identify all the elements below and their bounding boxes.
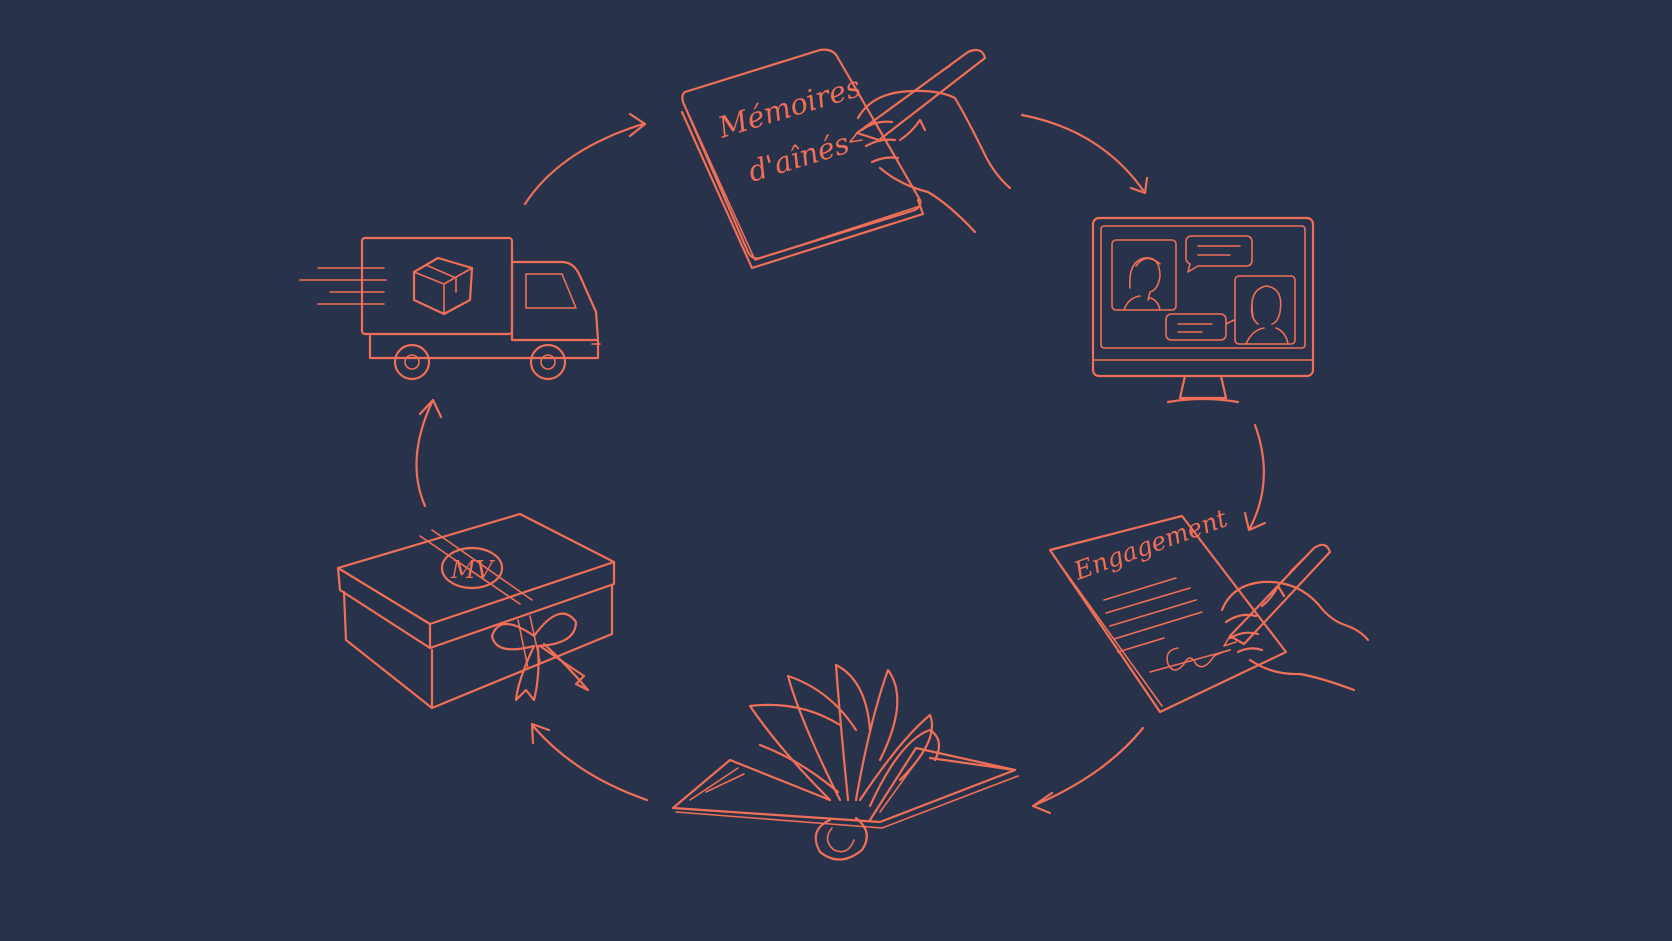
notebook-writing-icon: Mémoires d'aînés — [680, 48, 1012, 270]
delivery-truck-icon — [299, 236, 601, 381]
cycle-arrows — [415, 112, 1267, 815]
arrow-notebook-to-monitor — [1020, 113, 1149, 195]
gift-box-icon: MV — [336, 512, 616, 710]
arrow-gift-to-truck — [415, 398, 443, 508]
contract-title: Engagement — [1069, 503, 1232, 586]
arrow-book-to-gift — [530, 722, 649, 802]
open-book-icon — [671, 663, 1019, 861]
gift-monogram: MV — [450, 556, 496, 584]
arrow-monitor-to-contract — [1243, 423, 1267, 532]
notebook-title-line2: d'aînés — [744, 126, 853, 189]
video-interview-monitor-icon — [1091, 216, 1315, 404]
arrow-contract-to-book — [1031, 726, 1145, 815]
arrow-truck-to-notebook — [523, 112, 647, 206]
signed-contract-icon: Engagement — [1048, 503, 1370, 714]
